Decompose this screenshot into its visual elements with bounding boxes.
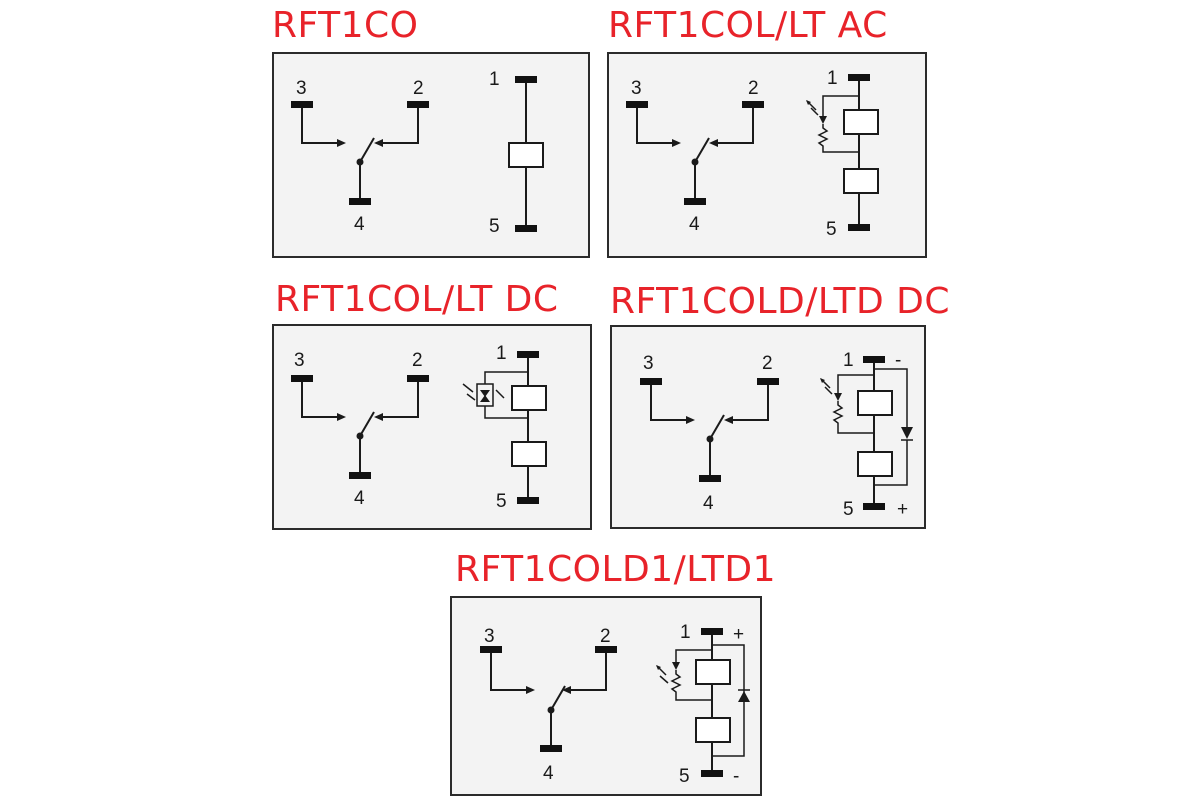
terminal-3-label: 3 xyxy=(296,78,307,99)
diagram-panel-rft1col-lt-ac: 3 2 4 1 5 xyxy=(607,52,927,258)
relay-schematic-rft1co: 3 2 4 1 5 xyxy=(291,69,544,237)
terminal-2-label: 2 xyxy=(413,78,424,99)
polarity-1-label: - xyxy=(895,350,901,371)
terminal-2-label: 2 xyxy=(600,626,611,647)
polarity-5-label: - xyxy=(733,766,739,787)
led-indicator-icon xyxy=(820,374,874,434)
terminal-3-label: 3 xyxy=(631,78,642,99)
relay-schematic-rft1col-lt-dc: 3 2 4 1 5 xyxy=(291,343,547,512)
terminal-1-label: 1 xyxy=(827,68,838,89)
led-indicator-icon xyxy=(656,649,712,701)
terminal-5-label: 5 xyxy=(489,216,500,237)
changeover-contact-icon xyxy=(291,375,429,479)
relay-coil-icon xyxy=(857,356,893,510)
relay-schematic-rft1cold-ltd-dc: 3 2 4 1 - 5 + xyxy=(640,350,913,520)
terminal-1-label: 1 xyxy=(489,69,500,90)
terminal-1-label: 1 xyxy=(496,343,507,364)
led-indicator-icon xyxy=(806,95,859,153)
terminal-4-label: 4 xyxy=(703,493,714,514)
changeover-contact-icon xyxy=(291,101,429,205)
diagram-panel-rft1col-lt-dc: 3 2 4 1 5 xyxy=(272,324,592,530)
terminal-2-label: 2 xyxy=(748,78,759,99)
panel-title-rft1co: RFT1CO xyxy=(272,5,419,46)
terminal-5-label: 5 xyxy=(679,766,690,787)
relay-coil-icon xyxy=(695,628,731,777)
terminal-5-label: 5 xyxy=(843,499,854,520)
terminal-2-label: 2 xyxy=(762,353,773,374)
terminal-2-label: 2 xyxy=(412,350,423,371)
led-indicator-icon xyxy=(462,371,528,419)
changeover-contact-icon xyxy=(626,101,764,205)
terminal-4-label: 4 xyxy=(543,763,554,784)
terminal-1-label: 1 xyxy=(843,350,854,371)
terminal-4-label: 4 xyxy=(354,488,365,509)
terminal-3-label: 3 xyxy=(643,353,654,374)
changeover-contact-icon xyxy=(640,378,779,482)
panel-title-rft1col-lt-ac: RFT1COL/LT AC xyxy=(608,5,888,46)
panel-title-rft1cold-ltd-dc: RFT1COLD/LTD DC xyxy=(610,281,950,322)
diagram-panel-rft1cold-ltd-dc: 3 2 4 1 - 5 + xyxy=(610,325,926,529)
polarity-5-label: + xyxy=(897,499,908,520)
terminal-4-label: 4 xyxy=(354,214,365,235)
terminal-1-label: 1 xyxy=(680,622,691,643)
relay-schematic-rft1col-lt-ac: 3 2 4 1 5 xyxy=(626,68,879,240)
diagram-panel-rft1co: 3 2 4 1 5 xyxy=(272,52,590,258)
relay-schematic-rft1cold1-ltd1: 3 2 4 1 + 5 - xyxy=(480,622,750,787)
polarity-1-label: + xyxy=(733,624,744,645)
relay-coil-icon xyxy=(511,351,547,504)
diode-icon xyxy=(874,368,913,486)
terminal-3-label: 3 xyxy=(294,350,305,371)
diagram-panel-rft1cold1-ltd1: 3 2 4 1 + 5 - xyxy=(450,596,762,796)
changeover-contact-icon xyxy=(480,646,617,752)
panel-title-rft1col-lt-dc: RFT1COL/LT DC xyxy=(275,279,559,320)
terminal-3-label: 3 xyxy=(484,626,495,647)
panel-title-rft1cold1-ltd1: RFT1COLD1/LTD1 xyxy=(455,549,776,590)
diode-icon xyxy=(712,644,750,757)
terminal-5-label: 5 xyxy=(496,491,507,512)
terminal-4-label: 4 xyxy=(689,214,700,235)
relay-coil-icon xyxy=(508,76,544,232)
terminal-5-label: 5 xyxy=(826,219,837,240)
